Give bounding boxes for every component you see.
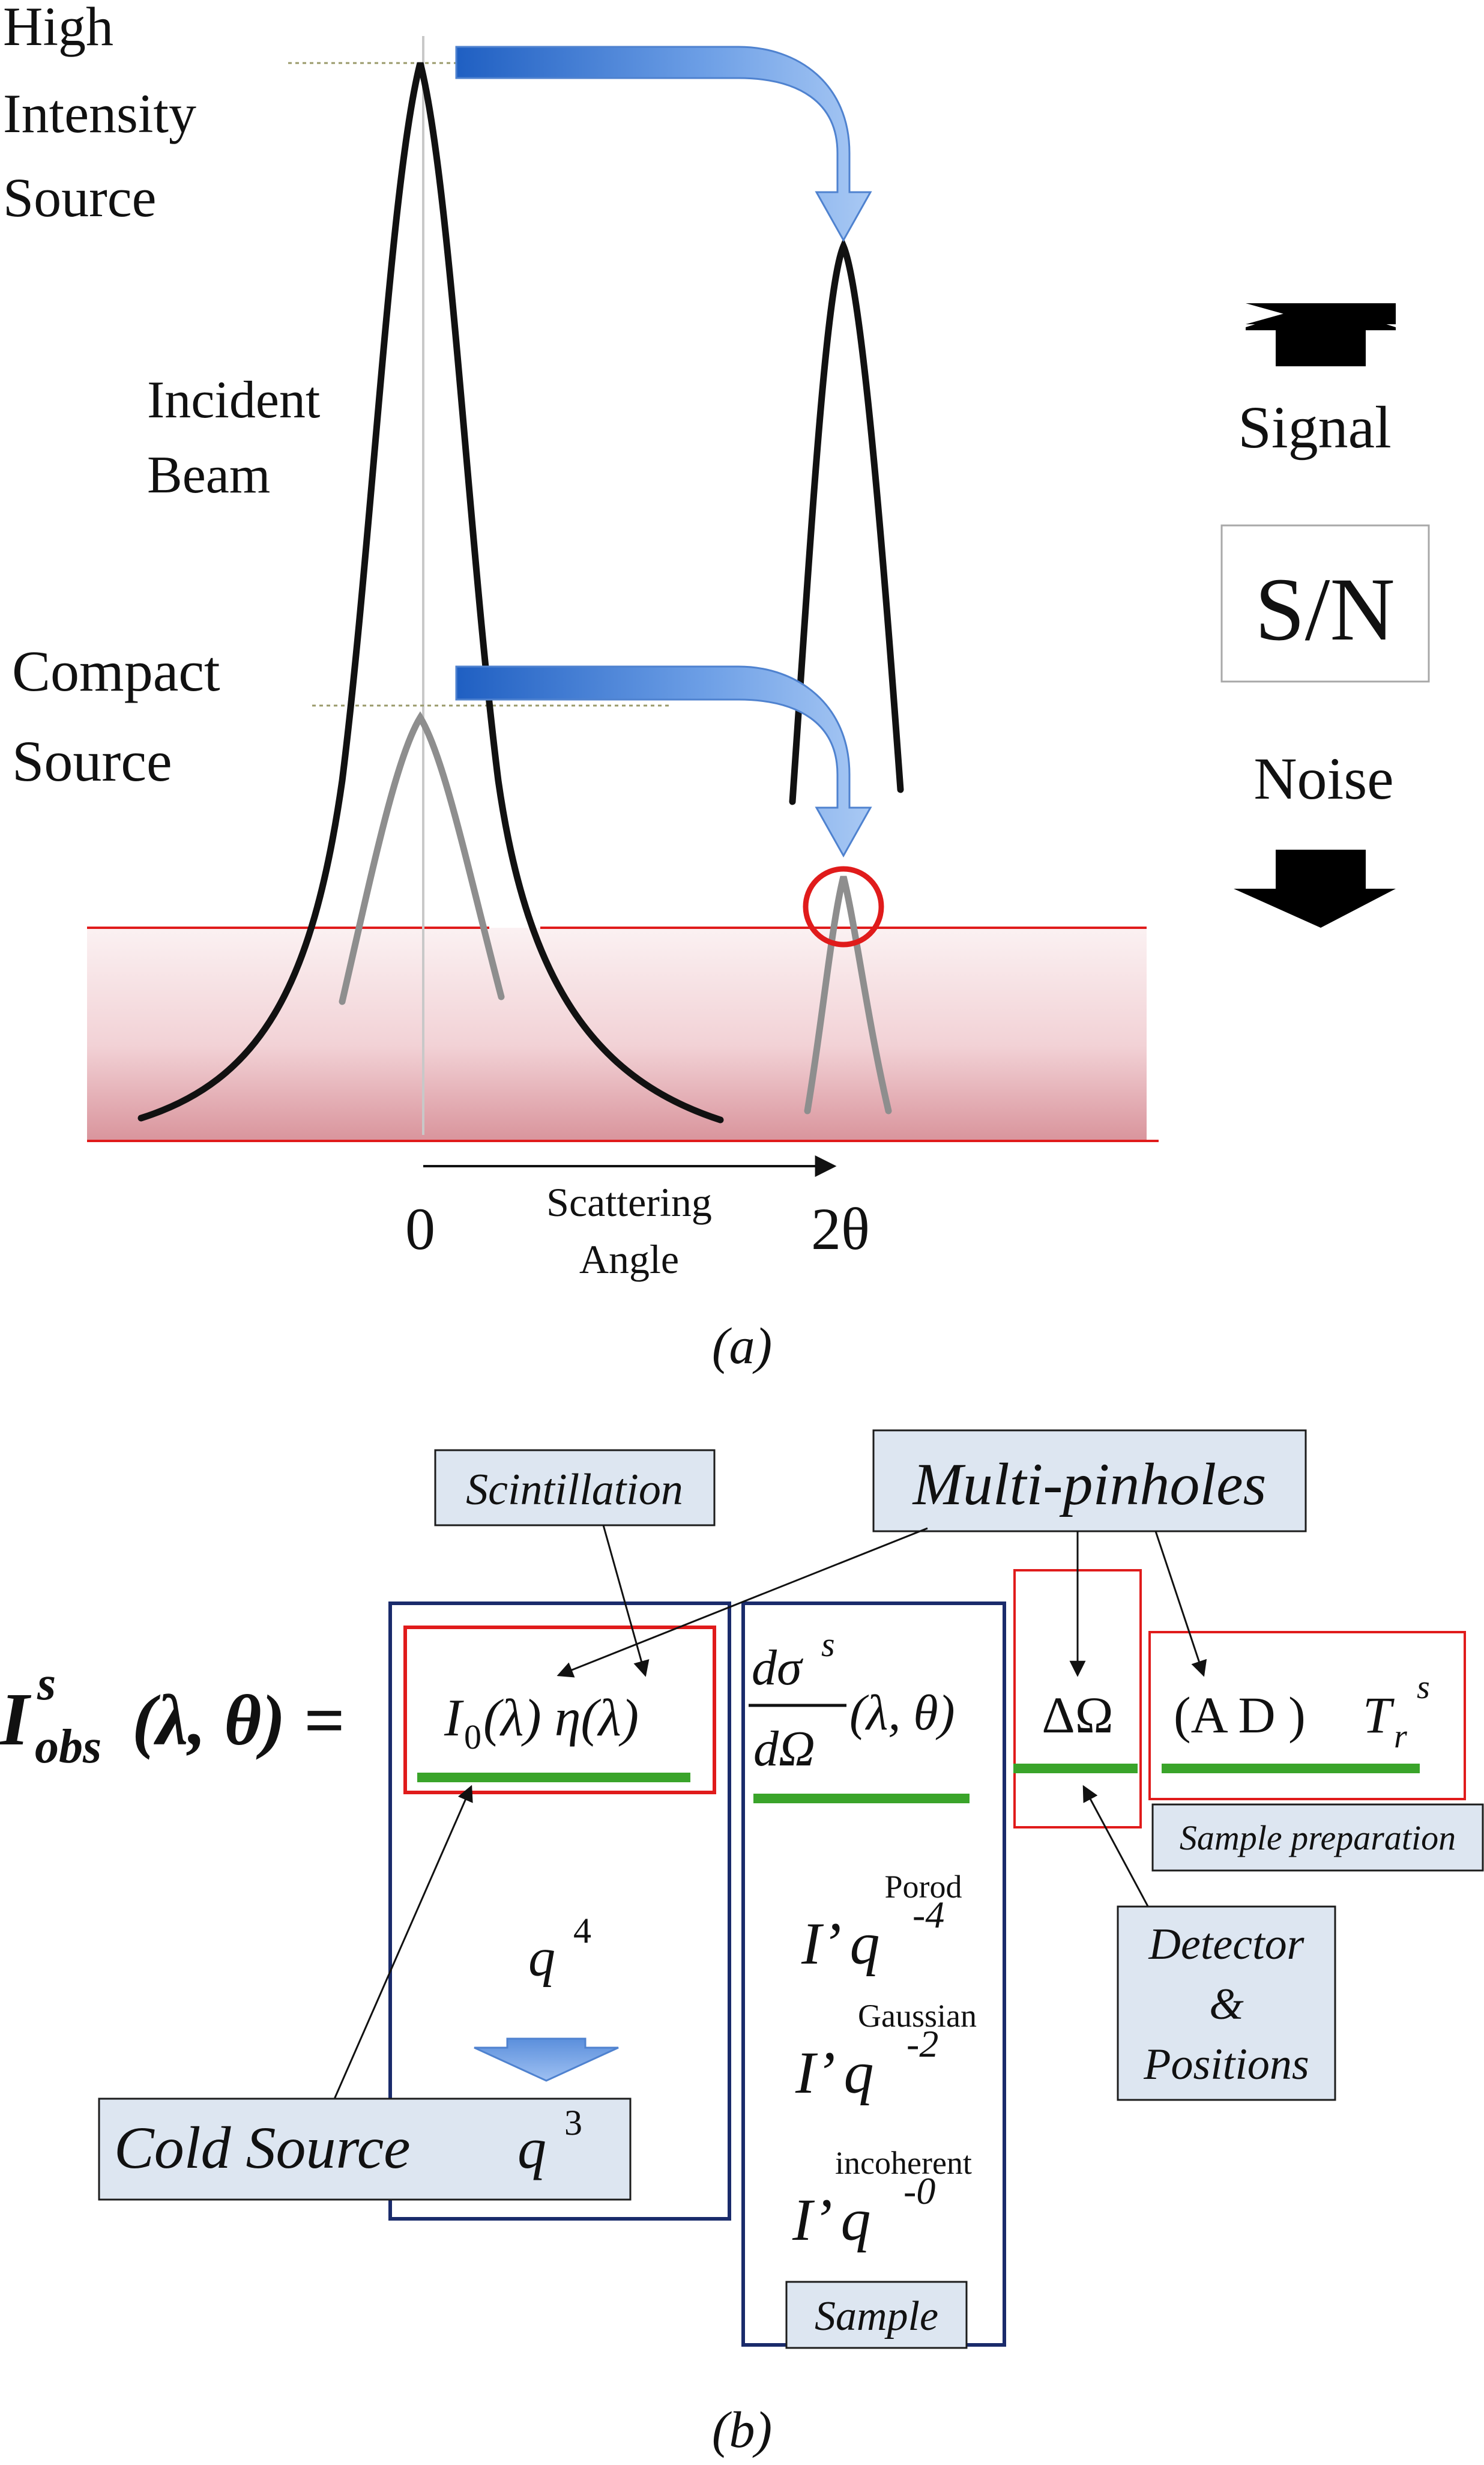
- source-terms-box: [388, 1601, 731, 2221]
- axis-label-line1: Scattering: [546, 1179, 712, 1225]
- q4-exp: 4: [573, 1911, 591, 1950]
- tr-T: T: [1363, 1686, 1395, 1744]
- porod-exp: -4: [912, 1893, 944, 1936]
- detector-arrow: [1082, 1785, 1151, 1910]
- compact-transfer-arrow: [455, 665, 872, 858]
- detector-line3: Positions: [1143, 2040, 1309, 2089]
- axis-two-theta-label: 2θ: [811, 1196, 870, 1262]
- label-incident-line2: Beam: [147, 446, 270, 504]
- noise-band: [87, 928, 1147, 1141]
- detector-line2: &: [1209, 1980, 1244, 2029]
- incoherent-exp: -0: [903, 2170, 935, 2212]
- sample-label-box: [785, 2281, 968, 2349]
- compact-source-curve: [339, 711, 505, 1005]
- tr-sub: r: [1394, 1718, 1407, 1755]
- incoherent-term: I’ q: [792, 2186, 871, 2253]
- axis-zero-label: 0: [405, 1196, 435, 1262]
- scintillation-label: Scintillation: [466, 1465, 683, 1514]
- signal-up-arrow-body: [1252, 305, 1390, 366]
- label-incident-line1: Incident: [147, 371, 320, 429]
- detection-limit-circle: [803, 866, 884, 948]
- scintillation-label-box: [434, 1449, 716, 1526]
- detector-label-box: [1117, 1905, 1336, 2101]
- flux-I: I: [444, 1689, 464, 1747]
- axis-label-line2: Angle: [579, 1236, 679, 1282]
- label-compact-line1: Compact: [12, 639, 220, 703]
- gaussian-exp: -2: [906, 2022, 938, 2065]
- signal-label: Signal: [1238, 394, 1392, 461]
- lhs-main: I: [0, 1678, 32, 1761]
- caption-a: (a): [712, 1317, 772, 1375]
- lhs-intensity: I: [0, 1678, 32, 1761]
- sn-label: S/N: [1255, 560, 1395, 659]
- multi-pinholes-label-box: [872, 1429, 1307, 1532]
- sn-box: [1220, 524, 1430, 683]
- gaussian-label: Gaussian: [858, 1998, 977, 2034]
- label-high-line2: Intensity: [3, 83, 196, 144]
- sample-label: Sample: [815, 2293, 938, 2339]
- panel-b: Scintillation Multi-pinholes I s obs (λ,…: [0, 1429, 1484, 2458]
- high-intensity-transfer-arrow: [455, 46, 872, 243]
- cross-num-sup: s: [821, 1625, 835, 1664]
- pinhole-to-flux-arrow: [556, 1527, 928, 1678]
- flux-rest: (λ) η(λ): [483, 1689, 639, 1747]
- caption-b: (b): [712, 2401, 772, 2458]
- cross-num: dσ: [752, 1640, 804, 1696]
- transmission-box: [1148, 1631, 1466, 1800]
- noise-label: Noise: [1253, 745, 1393, 812]
- detector-line1: Detector: [1148, 1920, 1305, 1969]
- porod-term: I’ q: [801, 1910, 880, 1977]
- lhs-sub: obs: [35, 1720, 101, 1773]
- scattered-high-peak: [789, 237, 904, 805]
- source-flux-box: [403, 1626, 716, 1794]
- flux-sub: 0: [464, 1717, 481, 1756]
- label-high-line3: Source: [3, 167, 156, 228]
- lhs-sup: s: [37, 1657, 56, 1710]
- reduction-down-arrow: [474, 2037, 619, 2082]
- ad-term: (A D ): [1174, 1686, 1306, 1744]
- sample-prep-label: Sample preparation: [1180, 1818, 1456, 1857]
- cross-den: dΩ: [753, 1721, 815, 1777]
- panel-a: High Intensity Source Incident Beam Comp…: [3, 0, 1430, 1375]
- incoherent-label: incoherent: [835, 2145, 972, 2181]
- tr-sup: s: [1417, 1669, 1430, 1706]
- multi-pinholes-label: Multi-pinholes: [912, 1451, 1267, 1517]
- gaussian-term: I’ q: [795, 2039, 874, 2106]
- lhs-args: (λ, θ) =: [132, 1680, 345, 1760]
- label-compact-line2: Source: [12, 729, 172, 793]
- delta-omega: ΔΩ: [1042, 1686, 1113, 1744]
- noise-down-arrow-head: [1234, 889, 1396, 928]
- q4-q: q: [528, 1928, 555, 1988]
- scintillation-arrow: [602, 1525, 650, 1677]
- q3-q: q: [517, 2116, 546, 2180]
- porod-label: Porod: [884, 1869, 962, 1905]
- scattered-compact-peak: [804, 876, 892, 1115]
- label-high-line1: High: [3, 0, 113, 57]
- cold-source-label: Cold Source: [114, 2114, 410, 2181]
- cold-source-arrow: [332, 1785, 473, 2102]
- pinhole-to-transmission-arrow: [1154, 1531, 1207, 1677]
- cold-source-label-box: [98, 2098, 632, 2201]
- high-intensity-curve: [137, 62, 724, 1124]
- sample-prep-label-box: [1151, 1803, 1484, 1872]
- q3-exp: 3: [564, 2103, 582, 2143]
- cross-args: (λ, θ): [849, 1685, 955, 1741]
